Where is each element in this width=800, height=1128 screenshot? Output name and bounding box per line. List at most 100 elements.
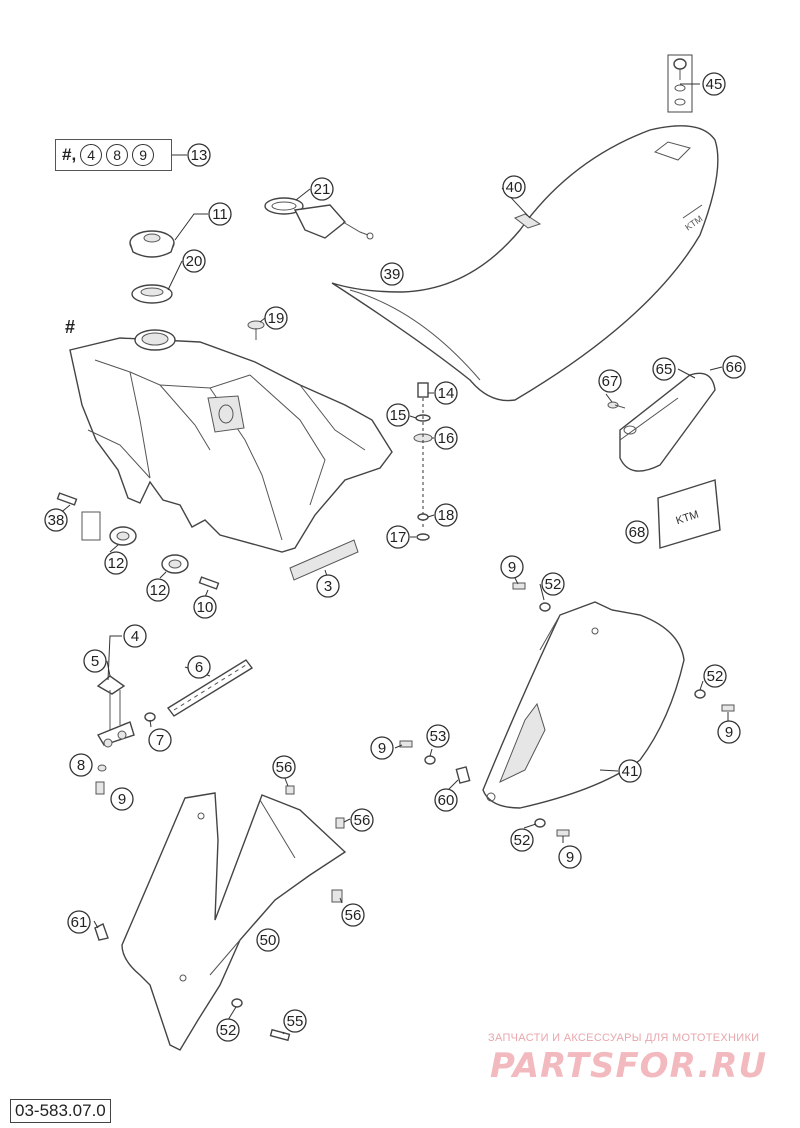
callout-circle [434,788,458,812]
callout-circle [182,249,206,273]
callout-c68: 68 [625,520,649,544]
callout-label: 40 [506,179,523,196]
callout-circle [618,759,642,783]
seat: KTM [331,125,719,402]
callout-label: 9 [378,740,386,757]
callout-c40: 40 [502,175,526,199]
callout-c10: 10 [193,595,217,619]
callout-circle [123,624,147,648]
callout-label: 41 [622,763,639,780]
callout-circle [434,426,458,450]
callout-c5: 5 [83,649,107,673]
rubber-bushing-a [109,526,137,546]
callout-label: 3 [324,578,332,595]
callout-c52d: 52 [216,1018,240,1042]
callout-circle [187,655,211,679]
bolt-stack [413,382,433,541]
screw-9-tap [95,781,105,795]
ref-circle: 9 [132,144,155,166]
callout-label: 61 [71,914,88,931]
callout-label: 9 [566,849,574,866]
callout-label: 65 [656,361,673,378]
callout-label: 9 [508,559,516,576]
callout-c9e: 9 [558,845,582,869]
callout-circle [272,755,296,779]
callout-c9b: 9 [717,720,741,744]
callout-label: 52 [545,576,562,593]
callout-c11: 11 [208,202,232,226]
callout-circle [502,175,526,199]
bolt-10 [198,576,220,590]
callout-label: 7 [156,732,164,749]
callout-c9d: 9 [370,736,394,760]
tank-decal [289,539,359,581]
callout-label: 66 [726,359,743,376]
callout-circle [386,403,410,427]
callout-c21: 21 [310,177,334,201]
callout-circle [558,845,582,869]
callout-circle [510,828,534,852]
screw [247,320,265,340]
callout-c4: 4 [123,624,147,648]
callout-label: 60 [438,792,455,809]
callout-circle [434,503,458,527]
side-panel-right [482,601,685,809]
reference-box: #, 4 8 9 [55,139,172,171]
tank-marker: # [65,317,75,337]
callout-circle [104,551,128,575]
callout-label: 38 [48,512,65,529]
screw-67 [607,401,626,409]
callout-circle [110,787,134,811]
callout-label: 56 [345,907,362,924]
callout-label: 12 [108,555,125,572]
callout-c18: 18 [434,503,458,527]
callout-label: 52 [514,832,531,849]
callout-circle [67,910,91,934]
callout-circle [208,202,232,226]
callout-c19: 19 [264,306,288,330]
callout-label: 17 [390,529,407,546]
callout-circle [341,903,365,927]
callout-label: 12 [150,582,167,599]
callout-circle [310,177,334,201]
callout-c9c: 9 [110,787,134,811]
callout-label: 20 [186,253,203,270]
callout-label: 18 [438,507,455,524]
callout-c55: 55 [283,1009,307,1033]
side-panel-left [121,792,347,1051]
callout-c61: 61 [67,910,91,934]
callout-c7: 7 [148,728,172,752]
callout-c56b: 56 [350,808,374,832]
callout-label: 39 [384,266,401,283]
callout-label: 8 [77,757,85,774]
callout-c41: 41 [618,759,642,783]
callout-circle [44,508,68,532]
callout-label: 53 [430,728,447,745]
callout-label: 67 [602,373,619,390]
callout-label: 56 [354,812,371,829]
callout-c13: 13 [187,143,211,167]
callout-label: 4 [131,628,139,645]
callout-c38: 38 [44,508,68,532]
callout-c56a: 56 [272,755,296,779]
ref-circle: 8 [106,144,129,166]
callout-c52c: 52 [510,828,534,852]
decal-68: KTM [657,479,721,549]
callout-label: 19 [268,310,285,327]
callout-c67: 67 [598,369,622,393]
callout-c56c: 56 [341,903,365,927]
callout-circle [283,1009,307,1033]
callout-label: 52 [707,668,724,685]
callout-c60: 60 [434,788,458,812]
callout-circle [193,595,217,619]
callout-c17: 17 [386,525,410,549]
callout-label: 21 [314,181,331,198]
callout-label: 15 [390,407,407,424]
callout-label: 6 [195,659,203,676]
fuel-cap [129,230,175,258]
callout-label: 16 [438,430,455,447]
fuel-tap [96,675,135,748]
callout-c65: 65 [652,357,676,381]
callout-circle [350,808,374,832]
